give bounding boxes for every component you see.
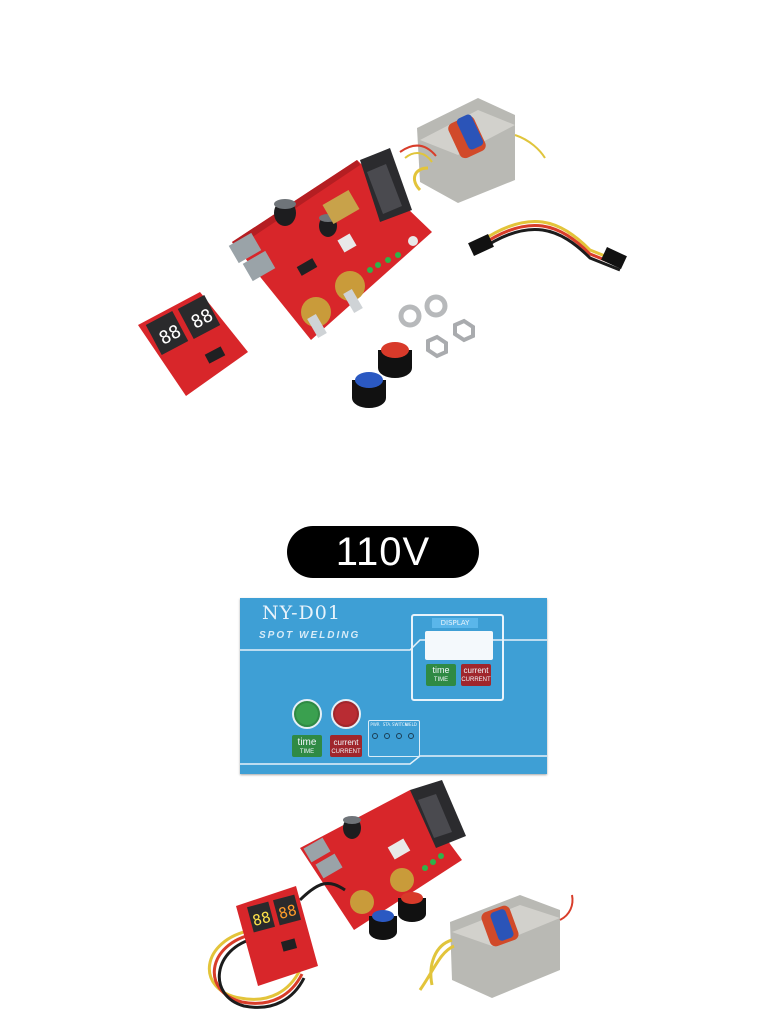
current-knob-cap [335,703,357,725]
knobs [352,342,412,408]
indicator-label-pwr: PWR [370,722,380,727]
indicator-led-switch [396,733,402,739]
ribbon-cable [468,219,627,272]
time-label-plate [292,735,322,757]
display-time-sublabel: TIME [433,677,449,683]
time-knob-cap [296,703,318,725]
front-panel [240,598,547,774]
voltage-badge: 110V [287,526,479,578]
display-current-sublabel: CURRENT [461,677,491,683]
indicator-label-switch: SWITCH [392,722,408,727]
display-current-label: current [463,666,489,675]
indicator-box [368,720,420,757]
transformer [399,98,546,203]
indicator-led-pwr [372,733,378,739]
display-board-assembled: 88 88 [236,886,318,986]
display-time-label: time [432,665,450,675]
display-current-button [461,664,491,686]
washers-and-nuts [398,294,475,359]
display-screen [425,631,493,660]
display-board: 88 88 [138,292,248,396]
indicator-led-sta [384,733,390,739]
svg-text:88: 88 [250,908,272,930]
current-sublabel: CURRENT [331,749,361,755]
panel-subtitle: SPOT WELDING [259,630,361,641]
product-photo-top: 88 88 [138,98,627,408]
display-label: DISPLAY [432,618,478,628]
current-label: current [333,738,359,747]
indicator-label-weld: WELD [405,722,417,727]
time-label: time [297,737,317,748]
display-window [411,614,504,701]
product-photo-bottom: 88 88 [207,780,574,1009]
control-board [228,148,432,340]
connecting-cable [207,881,346,1009]
current-label-plate [330,735,362,757]
indicator-led-weld [408,733,414,739]
transformer-assembled [418,894,574,998]
indicator-label-sta: STA. [382,722,392,727]
svg-text:88: 88 [276,901,298,923]
display-time-button [426,664,456,686]
control-board-assembled [300,780,466,940]
time-sublabel: TIME [299,749,315,755]
panel-title: NY-D01 [262,602,341,624]
